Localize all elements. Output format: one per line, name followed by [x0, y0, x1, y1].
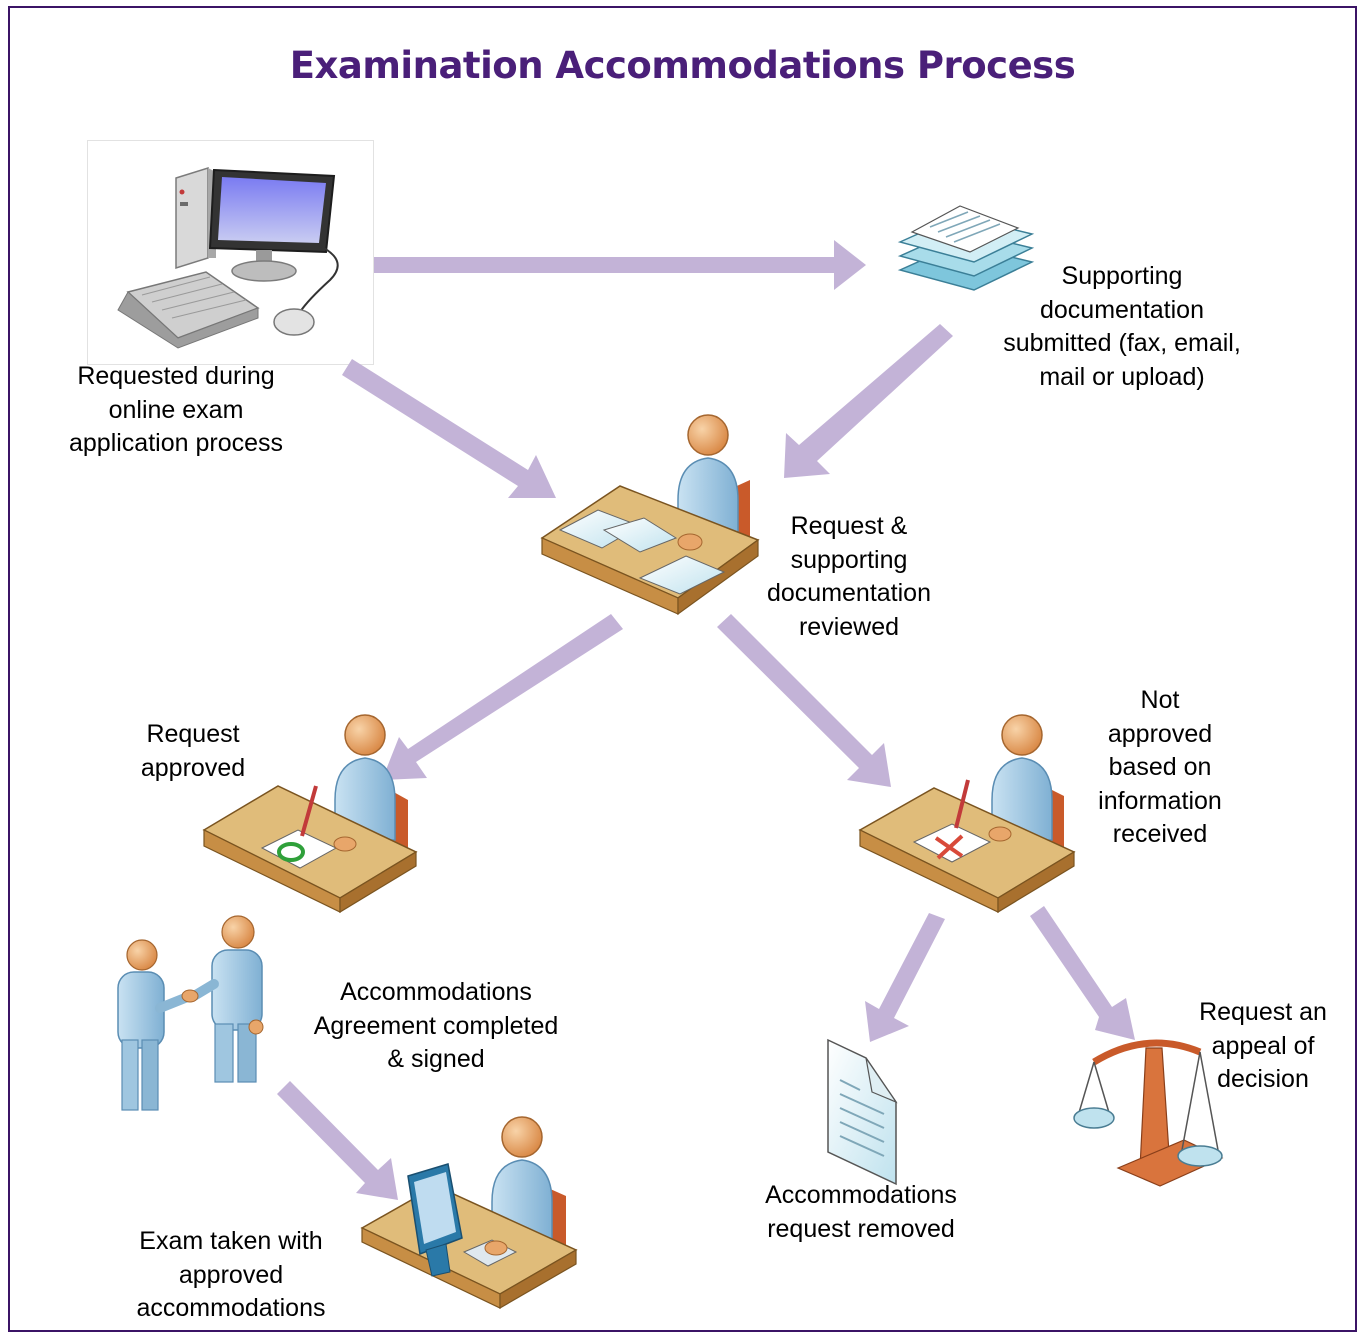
label-documentation: Supporting documentation submitted (fax,…	[1003, 262, 1241, 391]
label-appeal: Request an appeal of decision	[1199, 998, 1327, 1093]
exam-at-computer-icon	[360, 1116, 578, 1310]
approver-at-desk-icon	[202, 714, 418, 914]
document-icon	[827, 1038, 898, 1186]
label-review: Request & supporting documentation revie…	[766, 512, 931, 641]
rejector-at-desk-icon	[858, 714, 1076, 914]
document-stack-icon	[897, 205, 1035, 291]
label-not-approved: Not approved based on information receiv…	[1098, 686, 1222, 848]
label-approved: Request approved	[140, 720, 246, 782]
arrow-not-approved-to-removed	[865, 913, 945, 1042]
arrow-review-to-approved	[382, 614, 623, 780]
scales-icon	[1073, 1039, 1224, 1187]
arrow-agreement-to-exam	[277, 1081, 398, 1200]
arrow-documentation-to-review	[784, 324, 953, 478]
arrow-computer-to-documentation	[374, 240, 866, 290]
label-exam: Exam taken with approved accommodations	[136, 1227, 326, 1322]
diagram-frame	[8, 6, 1357, 1332]
reviewer-at-desk-icon	[540, 414, 760, 616]
handshake-icon	[117, 915, 264, 1111]
diagram-title: Examination Accommodations Process	[289, 44, 1076, 87]
label-online-request: Requested during online exam application…	[68, 362, 283, 457]
arrow-review-to-not-approved	[717, 614, 891, 787]
computer-icon	[117, 166, 339, 349]
label-removed: Accommodations request removed	[765, 1181, 957, 1243]
label-agreement: Accommodations Agreement completed & sig…	[313, 978, 559, 1073]
arrow-computer-to-review	[342, 359, 556, 498]
arrow-not-approved-to-appeal	[1030, 906, 1135, 1040]
